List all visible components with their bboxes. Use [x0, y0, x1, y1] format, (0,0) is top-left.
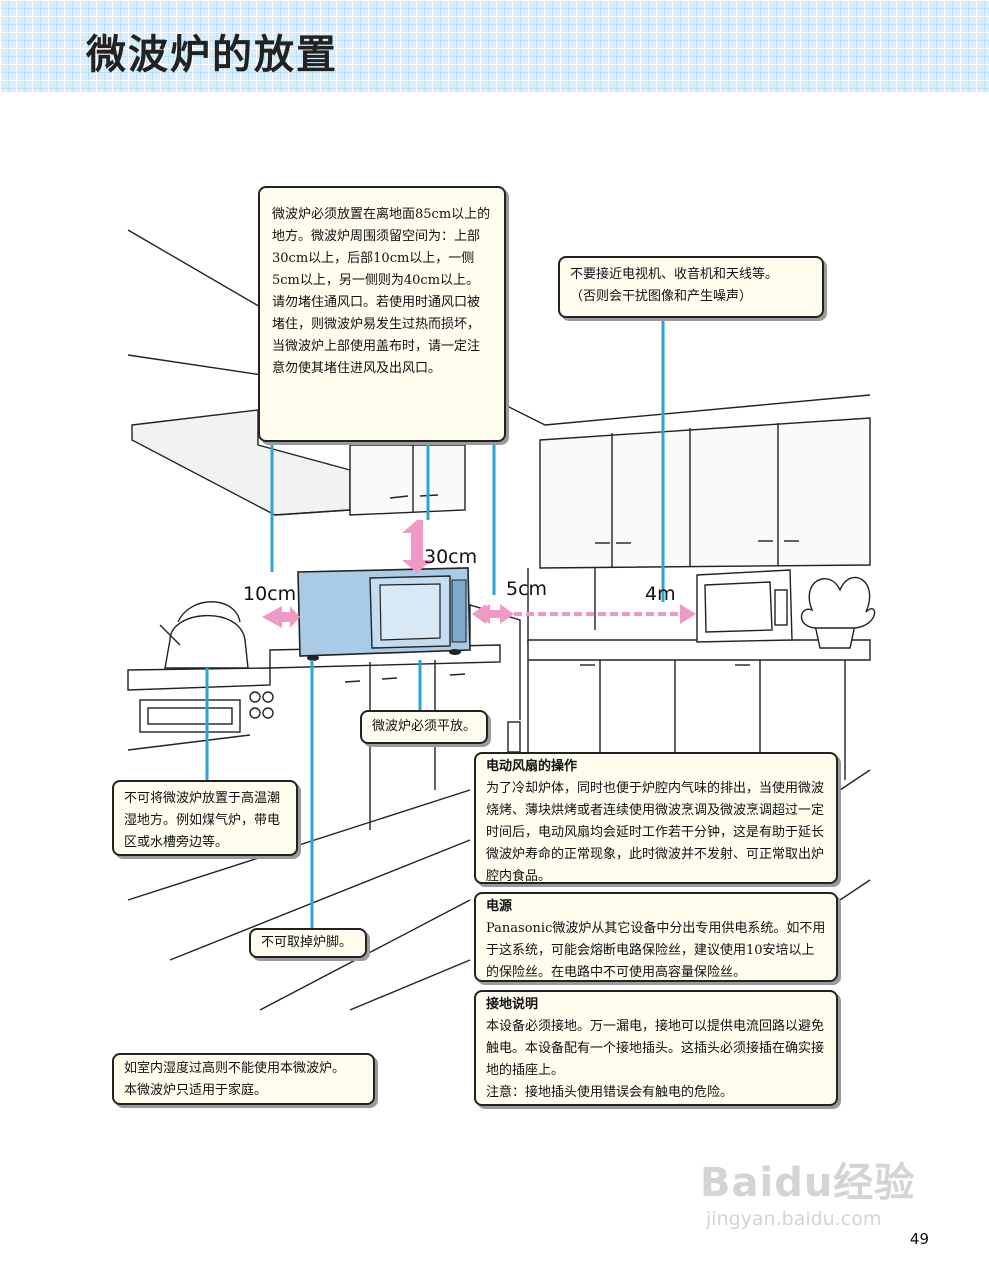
grounding-note: 接地说明 本设备必须接地。万一漏电，接地可以提供电流回路以避免触电。本设备配有一…: [474, 990, 838, 1106]
tv-note-line-1: 不要接近电视机、收音机和天线等。: [570, 267, 779, 282]
feet-note-text: 不可取掉炉脚。: [261, 935, 353, 950]
flat-note-text: 微波炉必须平放。: [372, 719, 477, 734]
power-note: 电源 Panasonic微波炉从其它设备中分出专用供电系统。如不用于这系统，可能…: [474, 892, 838, 982]
dimension-back-label: 10cm: [243, 583, 297, 605]
clearance-note-text-1: 微波炉必须放置在离地面85cm以上的地方。微波炉周围须留空间为：上部30cm以上…: [272, 207, 491, 288]
humid-place-note: 不可将微波炉放置于高温潮湿地方。例如煤气炉，带电区或水槽旁边等。: [112, 780, 298, 856]
tv-interference-note: 不要接近电视机、收音机和天线等。 （否则会干扰图像和产生噪声）: [558, 256, 824, 318]
clearance-note: 微波炉必须放置在离地面85cm以上的地方。微波炉周围须留空间为：上部30cm以上…: [258, 186, 506, 442]
watermark: Baidu经验 jingyan.baidu.com: [700, 1150, 915, 1230]
feet-note: 不可取掉炉脚。: [249, 928, 367, 958]
page-number: 49: [909, 1230, 929, 1248]
humidity-note-line-1: 如室内湿度过高则不能使用本微波炉。: [124, 1061, 346, 1076]
grounding-note-warning: 注意：接地插头使用错误会有触电的危险。: [486, 1085, 734, 1100]
humid-place-note-text: 不可将微波炉放置于高温潮湿地方。例如煤气炉，带电区或水槽旁边等。: [124, 791, 281, 850]
page-title: 微波炉的放置: [86, 32, 338, 78]
tv-note-line-2: （否则会干扰图像和产生噪声）: [570, 289, 753, 304]
power-note-title: 电源: [486, 899, 513, 914]
fan-note-body: 为了冷却炉体，同时也便于炉腔内气味的排出，当使用微波烧烤、薄块烘烤或者连续使用微…: [486, 781, 825, 884]
dimension-top-label: 30cm: [424, 546, 478, 568]
clearance-note-text-2: 请勿堵住通风口。若使用时通风口被堵住，则微波炉易发生过热而损坏，当微波炉上部使用…: [272, 295, 481, 376]
dimension-tv-distance-label: 4m: [645, 583, 676, 605]
watermark-site: jingyan.baidu.com: [706, 1208, 882, 1230]
microwave-oven: [297, 567, 471, 661]
header-band: [0, 0, 989, 92]
grounding-note-body: 本设备必须接地。万一漏电，接地可以提供电流回路以避免触电。本设备配有一个接地插头…: [486, 1019, 825, 1078]
watermark-brand: Baidu经验: [700, 1160, 916, 1206]
flat-placement-note: 微波炉必须平放。: [360, 710, 488, 744]
grounding-note-title: 接地说明: [486, 997, 539, 1012]
fan-operation-note: 电动风扇的操作 为了冷却炉体，同时也便于炉腔内气味的排出，当使用微波烧烤、薄块烘…: [474, 752, 838, 884]
dimension-side-label: 5cm: [506, 578, 548, 600]
fan-note-title: 电动风扇的操作: [486, 759, 578, 774]
power-note-body: Panasonic微波炉从其它设备中分出专用供电系统。如不用于这系统，可能会熔断…: [486, 921, 826, 980]
humidity-note: 如室内湿度过高则不能使用本微波炉。 本微波炉只适用于家庭。: [112, 1053, 375, 1105]
humidity-note-line-2: 本微波炉只适用于家庭。: [124, 1083, 268, 1098]
